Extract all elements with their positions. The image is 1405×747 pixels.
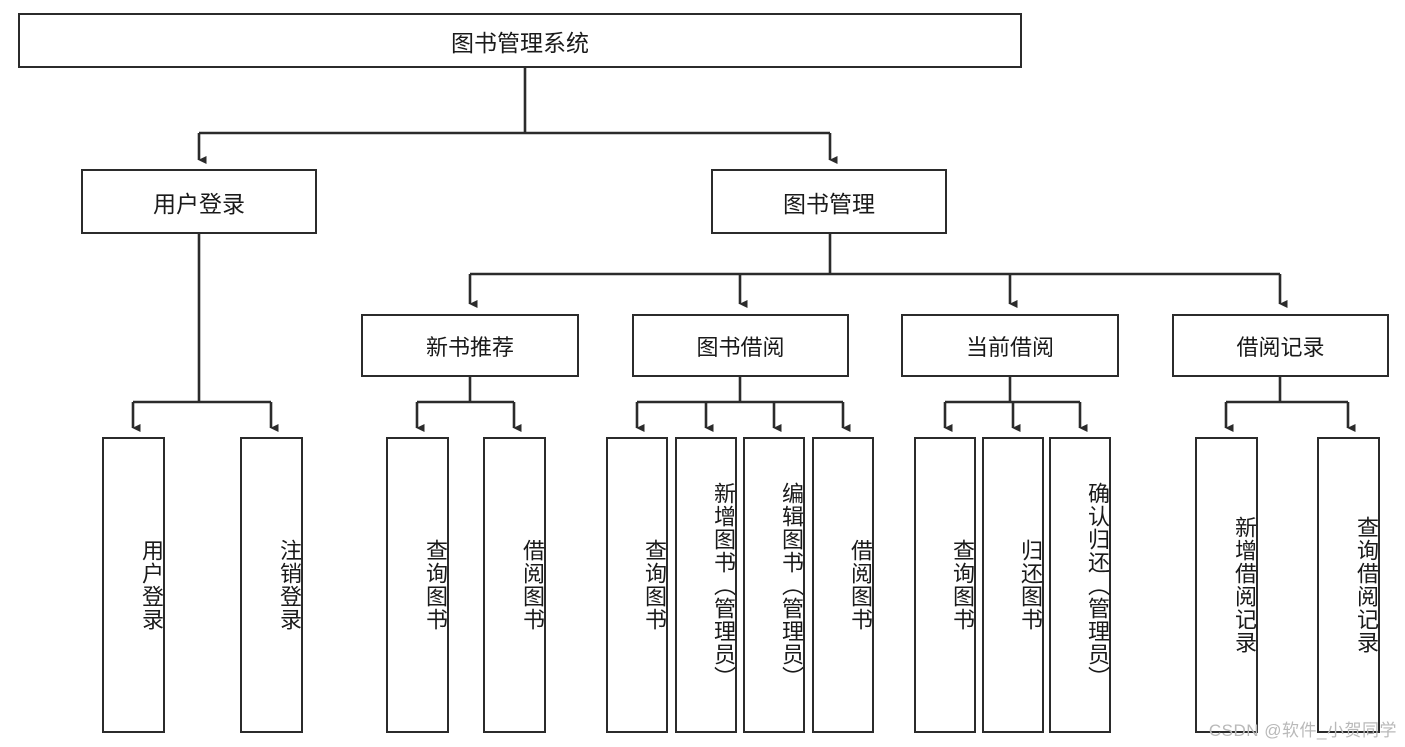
node-label: 借阅记录 xyxy=(1236,334,1325,360)
node-label: 当前借阅 xyxy=(965,334,1054,360)
leaf-current-confirm-return-admin[interactable]: 确认归还（管理员） xyxy=(1049,437,1111,733)
node-label: 用户登录 xyxy=(153,190,245,217)
node-label: 借阅图书 xyxy=(848,539,873,631)
leaf-record-add-record[interactable]: 新增借阅记录 xyxy=(1195,437,1258,733)
leaf-user-login-signin[interactable]: 用户登录 xyxy=(102,437,165,733)
leaf-current-return-book[interactable]: 归还图书 xyxy=(982,437,1044,733)
leaf-record-query-record[interactable]: 查询借阅记录 xyxy=(1317,437,1380,733)
node-label: 新增借阅记录 xyxy=(1232,516,1257,654)
node-label: 图书借阅 xyxy=(696,334,785,360)
leaf-user-login-signout[interactable]: 注销登录 xyxy=(240,437,303,733)
leaf-borrow-add-book-admin[interactable]: 新增图书（管理员） xyxy=(675,437,737,733)
node-new-book-recommend[interactable]: 新书推荐 xyxy=(361,314,579,377)
node-label: 确认归还（管理员） xyxy=(1085,481,1110,689)
leaf-borrow-edit-book-admin[interactable]: 编辑图书（管理员） xyxy=(743,437,805,733)
leaf-borrow-borrow-book[interactable]: 借阅图书 xyxy=(812,437,874,733)
node-label: 注销登录 xyxy=(277,539,302,631)
node-book-management[interactable]: 图书管理 xyxy=(711,169,947,234)
node-label: 借阅图书 xyxy=(520,539,545,631)
node-label: 查询图书 xyxy=(423,539,448,631)
node-book-borrow[interactable]: 图书借阅 xyxy=(632,314,849,377)
node-root-system[interactable]: 图书管理系统 xyxy=(18,13,1022,68)
node-label: 编辑图书（管理员） xyxy=(779,481,804,689)
watermark-text: CSDN @软件_小贺同学 xyxy=(1208,721,1397,740)
node-label: 图书管理 xyxy=(783,190,875,217)
leaf-borrow-query-book[interactable]: 查询图书 xyxy=(606,437,668,733)
leaf-recommend-borrow-book[interactable]: 借阅图书 xyxy=(483,437,546,733)
node-label: 用户登录 xyxy=(139,539,164,631)
node-label: 图书管理系统 xyxy=(451,29,589,56)
node-user-login[interactable]: 用户登录 xyxy=(81,169,317,234)
node-label: 查询借阅记录 xyxy=(1354,516,1379,654)
leaf-current-query-book[interactable]: 查询图书 xyxy=(914,437,976,733)
node-label: 查询图书 xyxy=(642,539,667,631)
node-label: 归还图书 xyxy=(1018,539,1043,631)
node-borrow-record[interactable]: 借阅记录 xyxy=(1172,314,1389,377)
node-label: 新增图书（管理员） xyxy=(711,481,736,689)
node-current-borrow[interactable]: 当前借阅 xyxy=(901,314,1119,377)
leaf-recommend-query-book[interactable]: 查询图书 xyxy=(386,437,449,733)
node-label: 查询图书 xyxy=(950,539,975,631)
node-label: 新书推荐 xyxy=(425,334,514,360)
